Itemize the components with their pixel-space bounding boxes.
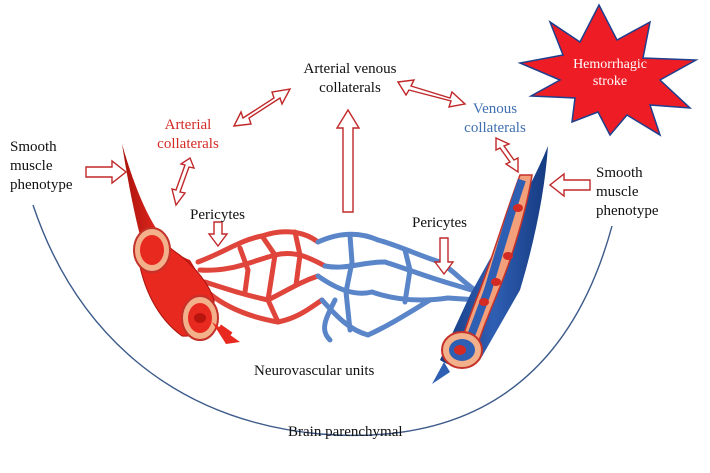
arrows [85,79,591,276]
vein [432,146,548,384]
label-pericytes-right: Pericytes [412,215,467,231]
arrow-pericytes-right [433,237,455,276]
label-venous-collaterals: Venous collaterals [464,101,526,136]
arrow-av-to-venous [396,79,467,108]
label-brain-parenchymal: Brain parenchymal [288,424,403,440]
arrow-venous-collaterals-to-vein [495,136,519,174]
arrow-smooth-muscle-left [85,159,128,185]
label-smooth-muscle-left: Smooth muscle phenotype [10,139,73,193]
hemorrhagic-stroke-star [517,3,699,137]
label-neurovascular-units: Neurovascular units [254,363,375,379]
arrow-smooth-muscle-right [548,172,591,198]
label-arterial-venous-collaterals: Arterial venous collaterals [303,61,397,96]
artery [122,144,240,344]
arrow-arterial-collaterals-to-artery [171,156,196,207]
arrow-pericytes-left [207,221,229,248]
brain-parenchyma-curve [32,204,613,436]
arrow-up-center [335,108,361,213]
capillary-network [195,229,481,343]
label-hemorrhagic-stroke: Hemorrhagic stroke [573,57,647,89]
label-arterial-collaterals: Arterial collaterals [157,117,219,152]
label-smooth-muscle-right: Smooth muscle phenotype [596,165,659,219]
arrow-arterial-to-av [232,88,292,127]
label-pericytes-left: Pericytes [190,207,245,223]
